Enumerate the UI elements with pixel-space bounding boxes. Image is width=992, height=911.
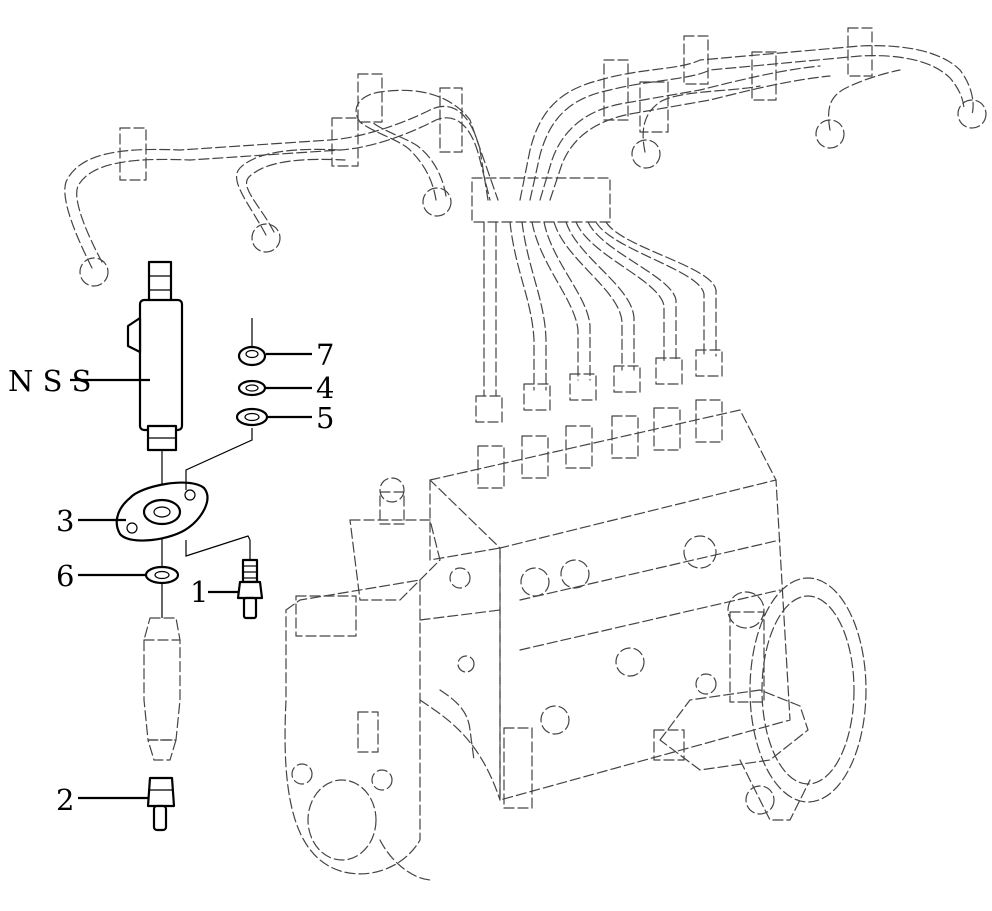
sealing-washer [144, 565, 180, 585]
flat-washer [235, 407, 269, 427]
fuel-injection-pipes [64, 27, 987, 423]
spring-washer [237, 379, 267, 397]
callout-3: 3 [56, 504, 74, 538]
nozzle-tip [146, 776, 176, 832]
callout-2: 2 [56, 783, 74, 817]
injection-pump-body [284, 399, 867, 881]
flange-nut [237, 345, 267, 367]
callout-4: 4 [316, 371, 334, 405]
callout-7: 7 [316, 338, 334, 372]
callout-6: 6 [56, 559, 74, 593]
injector-clamp-flange [115, 481, 209, 542]
callout-5: 5 [316, 401, 334, 435]
callout-1: 1 [190, 575, 208, 609]
injector-holder [126, 260, 184, 452]
mounting-stud [236, 540, 264, 620]
injector-nozzle [143, 617, 181, 761]
callout-nss: N S S [8, 364, 92, 398]
